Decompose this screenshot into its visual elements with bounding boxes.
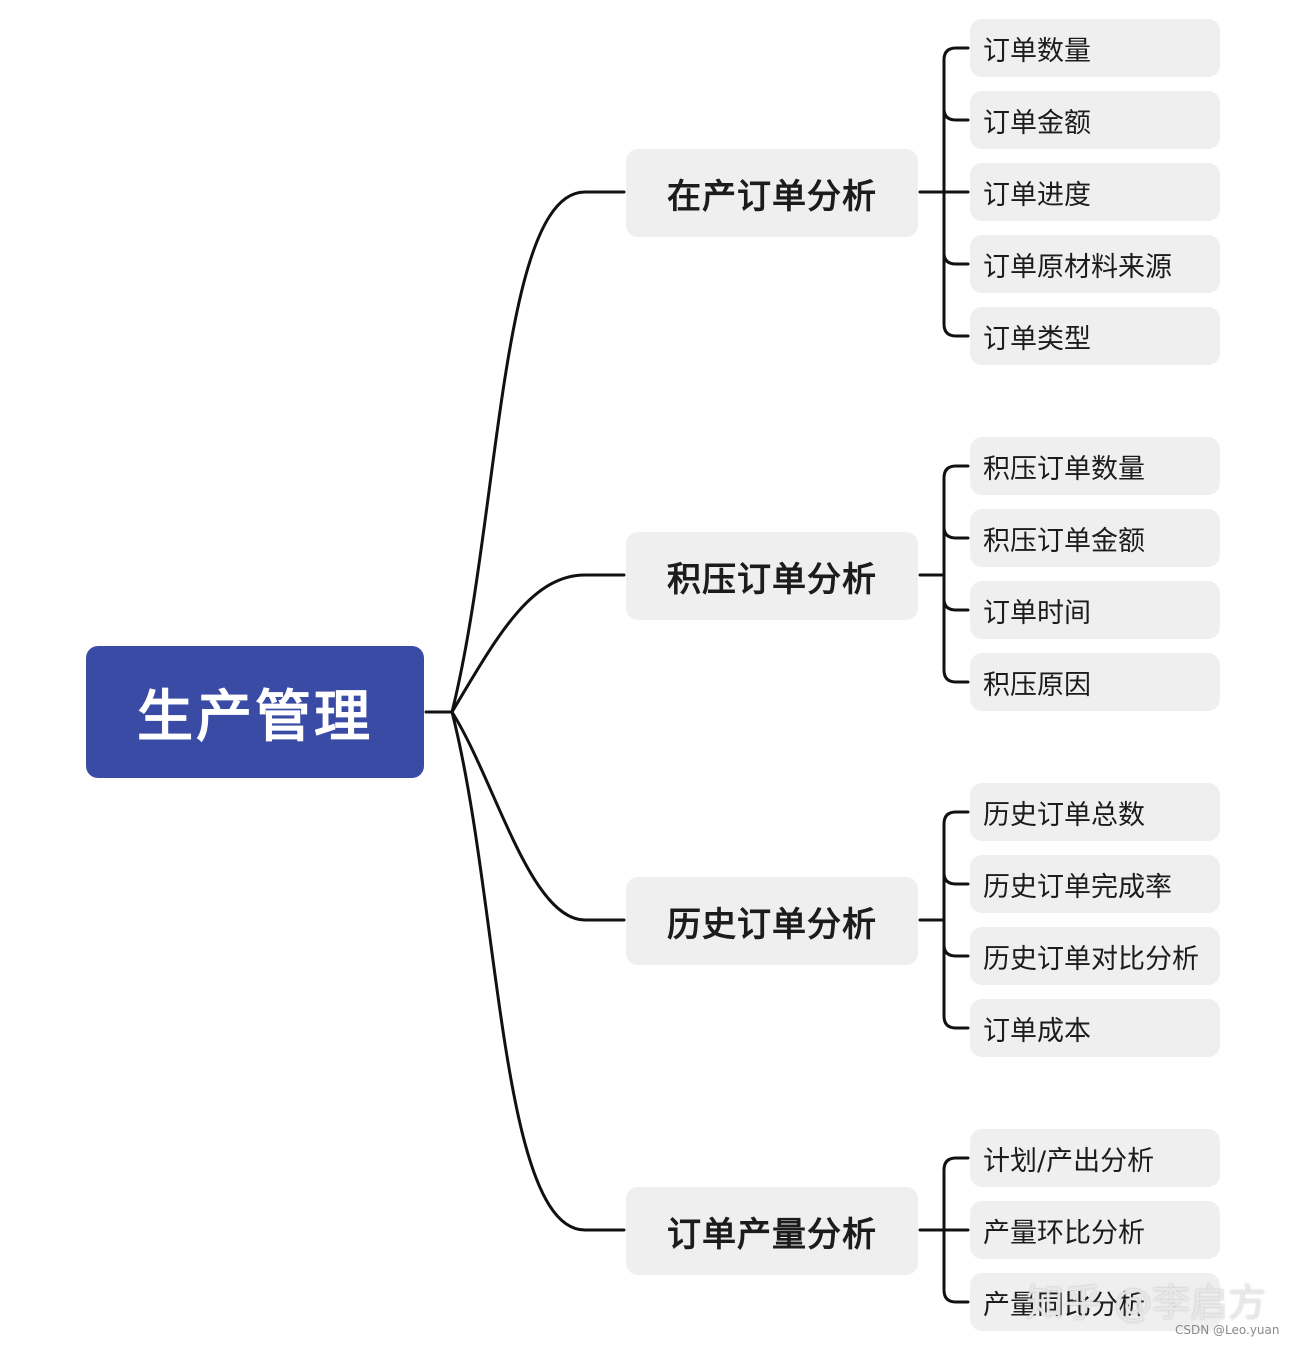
connector-branch-1-tick-4: [942, 251, 970, 266]
zhihu-watermark: 知乎 @李启方: [1026, 1281, 1267, 1325]
leaf-output-mom-analysis[interactable]: 产量环比分析: [970, 1201, 1220, 1259]
connector-root-branch-3: [450, 710, 626, 922]
leaf-order-amount[interactable]: 订单金额: [970, 91, 1220, 149]
connector-branch-1-tick-2: [942, 107, 970, 122]
connector-branch-3-tick-3: [942, 943, 970, 958]
leaf-order-type[interactable]: 订单类型: [970, 307, 1220, 365]
leaf-history-comparison[interactable]: 历史订单对比分析: [970, 927, 1220, 985]
root-node[interactable]: 生产管理: [86, 646, 424, 778]
leaf-plan-output-analysis[interactable]: 计划/产出分析: [970, 1129, 1220, 1187]
leaf-backlog-quantity[interactable]: 积压订单数量: [970, 437, 1220, 495]
leaf-backlog-amount[interactable]: 积压订单金额: [970, 509, 1220, 567]
branch-historical-orders[interactable]: 历史订单分析: [626, 877, 918, 965]
connector-branch-2-tick-2: [942, 525, 970, 540]
branch-order-output[interactable]: 订单产量分析: [626, 1187, 918, 1275]
connector-branch-3-tick-2: [942, 871, 970, 886]
leaf-order-quantity[interactable]: 订单数量: [970, 19, 1220, 77]
leaf-history-completion-rate[interactable]: 历史订单完成率: [970, 855, 1220, 913]
leaf-output-yoy-analysis[interactable]: 产量同比分析: [970, 1273, 1220, 1331]
connector-branch-3-bracket: [942, 810, 970, 1030]
leaf-order-progress[interactable]: 订单进度: [970, 163, 1220, 221]
connector-branch-2-bracket: [942, 464, 970, 684]
csdn-credit: CSDN @Leo.yuan: [1175, 1323, 1280, 1337]
branch-backlog-orders[interactable]: 积压订单分析: [626, 532, 918, 620]
connector-branch-2-tick-3: [942, 597, 970, 612]
leaf-order-cost[interactable]: 订单成本: [970, 999, 1220, 1057]
leaf-history-total[interactable]: 历史订单总数: [970, 783, 1220, 841]
connector-root-branch-1: [424, 190, 626, 714]
branch-in-production-orders[interactable]: 在产订单分析: [626, 149, 918, 237]
leaf-order-material-source[interactable]: 订单原材料来源: [970, 235, 1220, 293]
leaf-order-time[interactable]: 订单时间: [970, 581, 1220, 639]
connector-root-branch-4: [450, 710, 626, 1232]
leaf-backlog-reason[interactable]: 积压原因: [970, 653, 1220, 711]
connector-root-branch-2: [450, 573, 626, 714]
